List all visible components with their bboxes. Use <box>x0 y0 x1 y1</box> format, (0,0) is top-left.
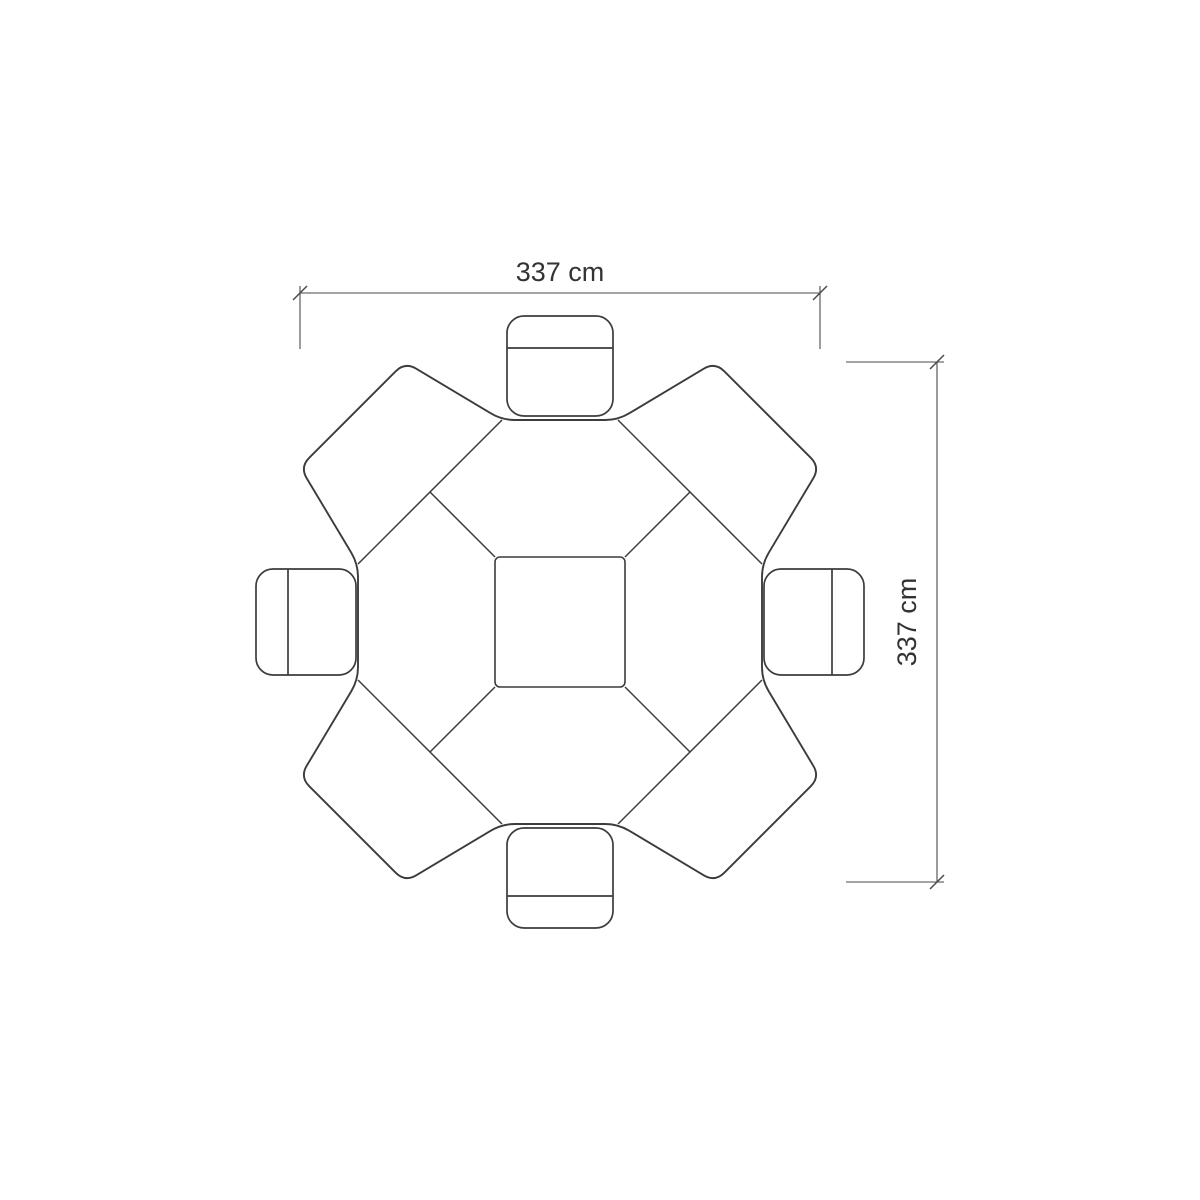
seam-se-spoke <box>624 686 691 753</box>
chair-top-seat <box>506 315 614 417</box>
dimension-width-label: 337 cm <box>516 257 605 287</box>
dimension-height: 337 cm <box>846 354 945 890</box>
chair-left <box>255 568 357 676</box>
chair-right <box>763 568 865 676</box>
chair-bottom <box>506 827 614 929</box>
seam-ne-spoke <box>624 491 691 558</box>
dimension-width: 337 cm <box>292 257 828 349</box>
center-square <box>494 556 626 688</box>
chair-bottom-seat <box>506 827 614 929</box>
dimension-height-tick-top <box>929 354 945 370</box>
seam-sw-spoke <box>429 686 496 753</box>
chair-top <box>506 315 614 417</box>
chair-left-seat <box>255 568 357 676</box>
dimension-width-tick-left <box>292 285 308 301</box>
dimension-height-label: 337 cm <box>892 578 922 667</box>
seam-nw-spoke <box>429 491 496 558</box>
table-cluster-outline <box>302 364 818 880</box>
dimension-height-tick-bottom <box>929 874 945 890</box>
dimension-width-tick-right <box>812 285 828 301</box>
chair-right-seat <box>763 568 865 676</box>
